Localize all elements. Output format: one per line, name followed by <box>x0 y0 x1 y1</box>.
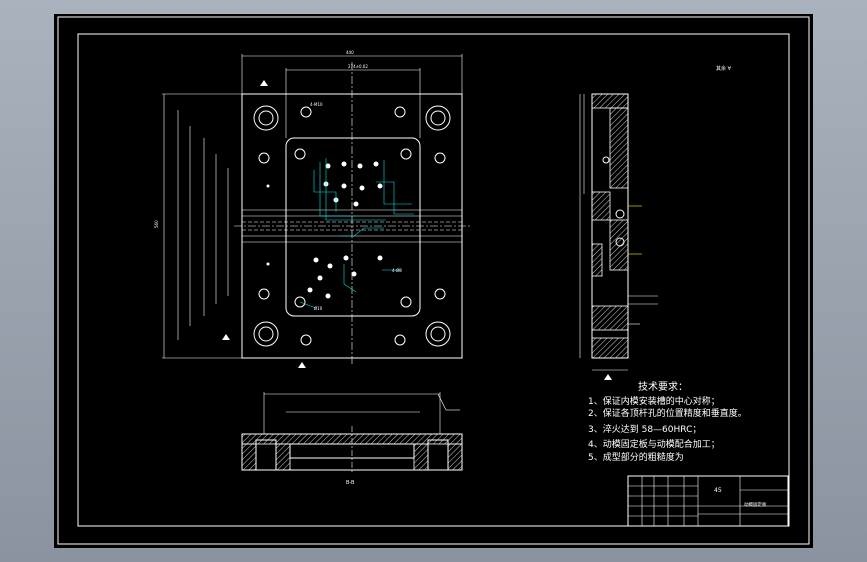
svg-text:4-Ø8: 4-Ø8 <box>392 268 402 273</box>
tech-req-item-4: 4、动模固定板与动模配合加工； <box>588 440 720 450</box>
sheet-outer-border <box>57 16 810 545</box>
part-name: 动模固定板 <box>744 501 767 508</box>
cad-drawing-canvas[interactable]: 440 274±0.02 560 4-M10 4-Ø8 Ø10 <box>54 14 813 548</box>
drawing-viewport[interactable]: 440 274±0.02 560 4-M10 4-Ø8 Ø10 <box>54 14 813 548</box>
svg-text:Ø10: Ø10 <box>314 306 323 311</box>
svg-text:560: 560 <box>154 220 159 228</box>
tech-req-item-3: 3、淬火达到 58—60HRC； <box>588 424 702 435</box>
svg-text:440: 440 <box>346 50 354 55</box>
tech-req-item-5: 5、成型部分的粗糙度为 <box>588 452 684 463</box>
side-view[interactable]: 其余 ∀ <box>579 65 732 380</box>
svg-text:274±0.02: 274±0.02 <box>348 64 368 69</box>
sheet-inner-border <box>77 33 790 527</box>
tech-req-item-1: 1、保证内模安装槽的中心对称； <box>588 396 720 407</box>
tech-req-item-2: 2、保证各顶杆孔的位置精度和垂直度。 <box>588 409 747 419</box>
title-block[interactable]: 45 动模固定板 <box>627 475 789 527</box>
plan-view[interactable]: 440 274±0.02 560 4-M10 4-Ø8 Ø10 <box>154 50 470 368</box>
svg-text:4-M10: 4-M10 <box>310 102 323 107</box>
section-view[interactable]: B-B <box>241 392 463 486</box>
scale-value: 45 <box>714 487 722 494</box>
tech-req-title: 技术要求： <box>638 382 688 393</box>
svg-text:其余 ∀: 其余 ∀ <box>716 65 732 72</box>
technical-requirements: 技术要求： 1、保证内模安装槽的中心对称； 2、保证各顶杆孔的位置精度和垂直度。… <box>588 382 747 464</box>
svg-text:B-B: B-B <box>346 480 355 486</box>
